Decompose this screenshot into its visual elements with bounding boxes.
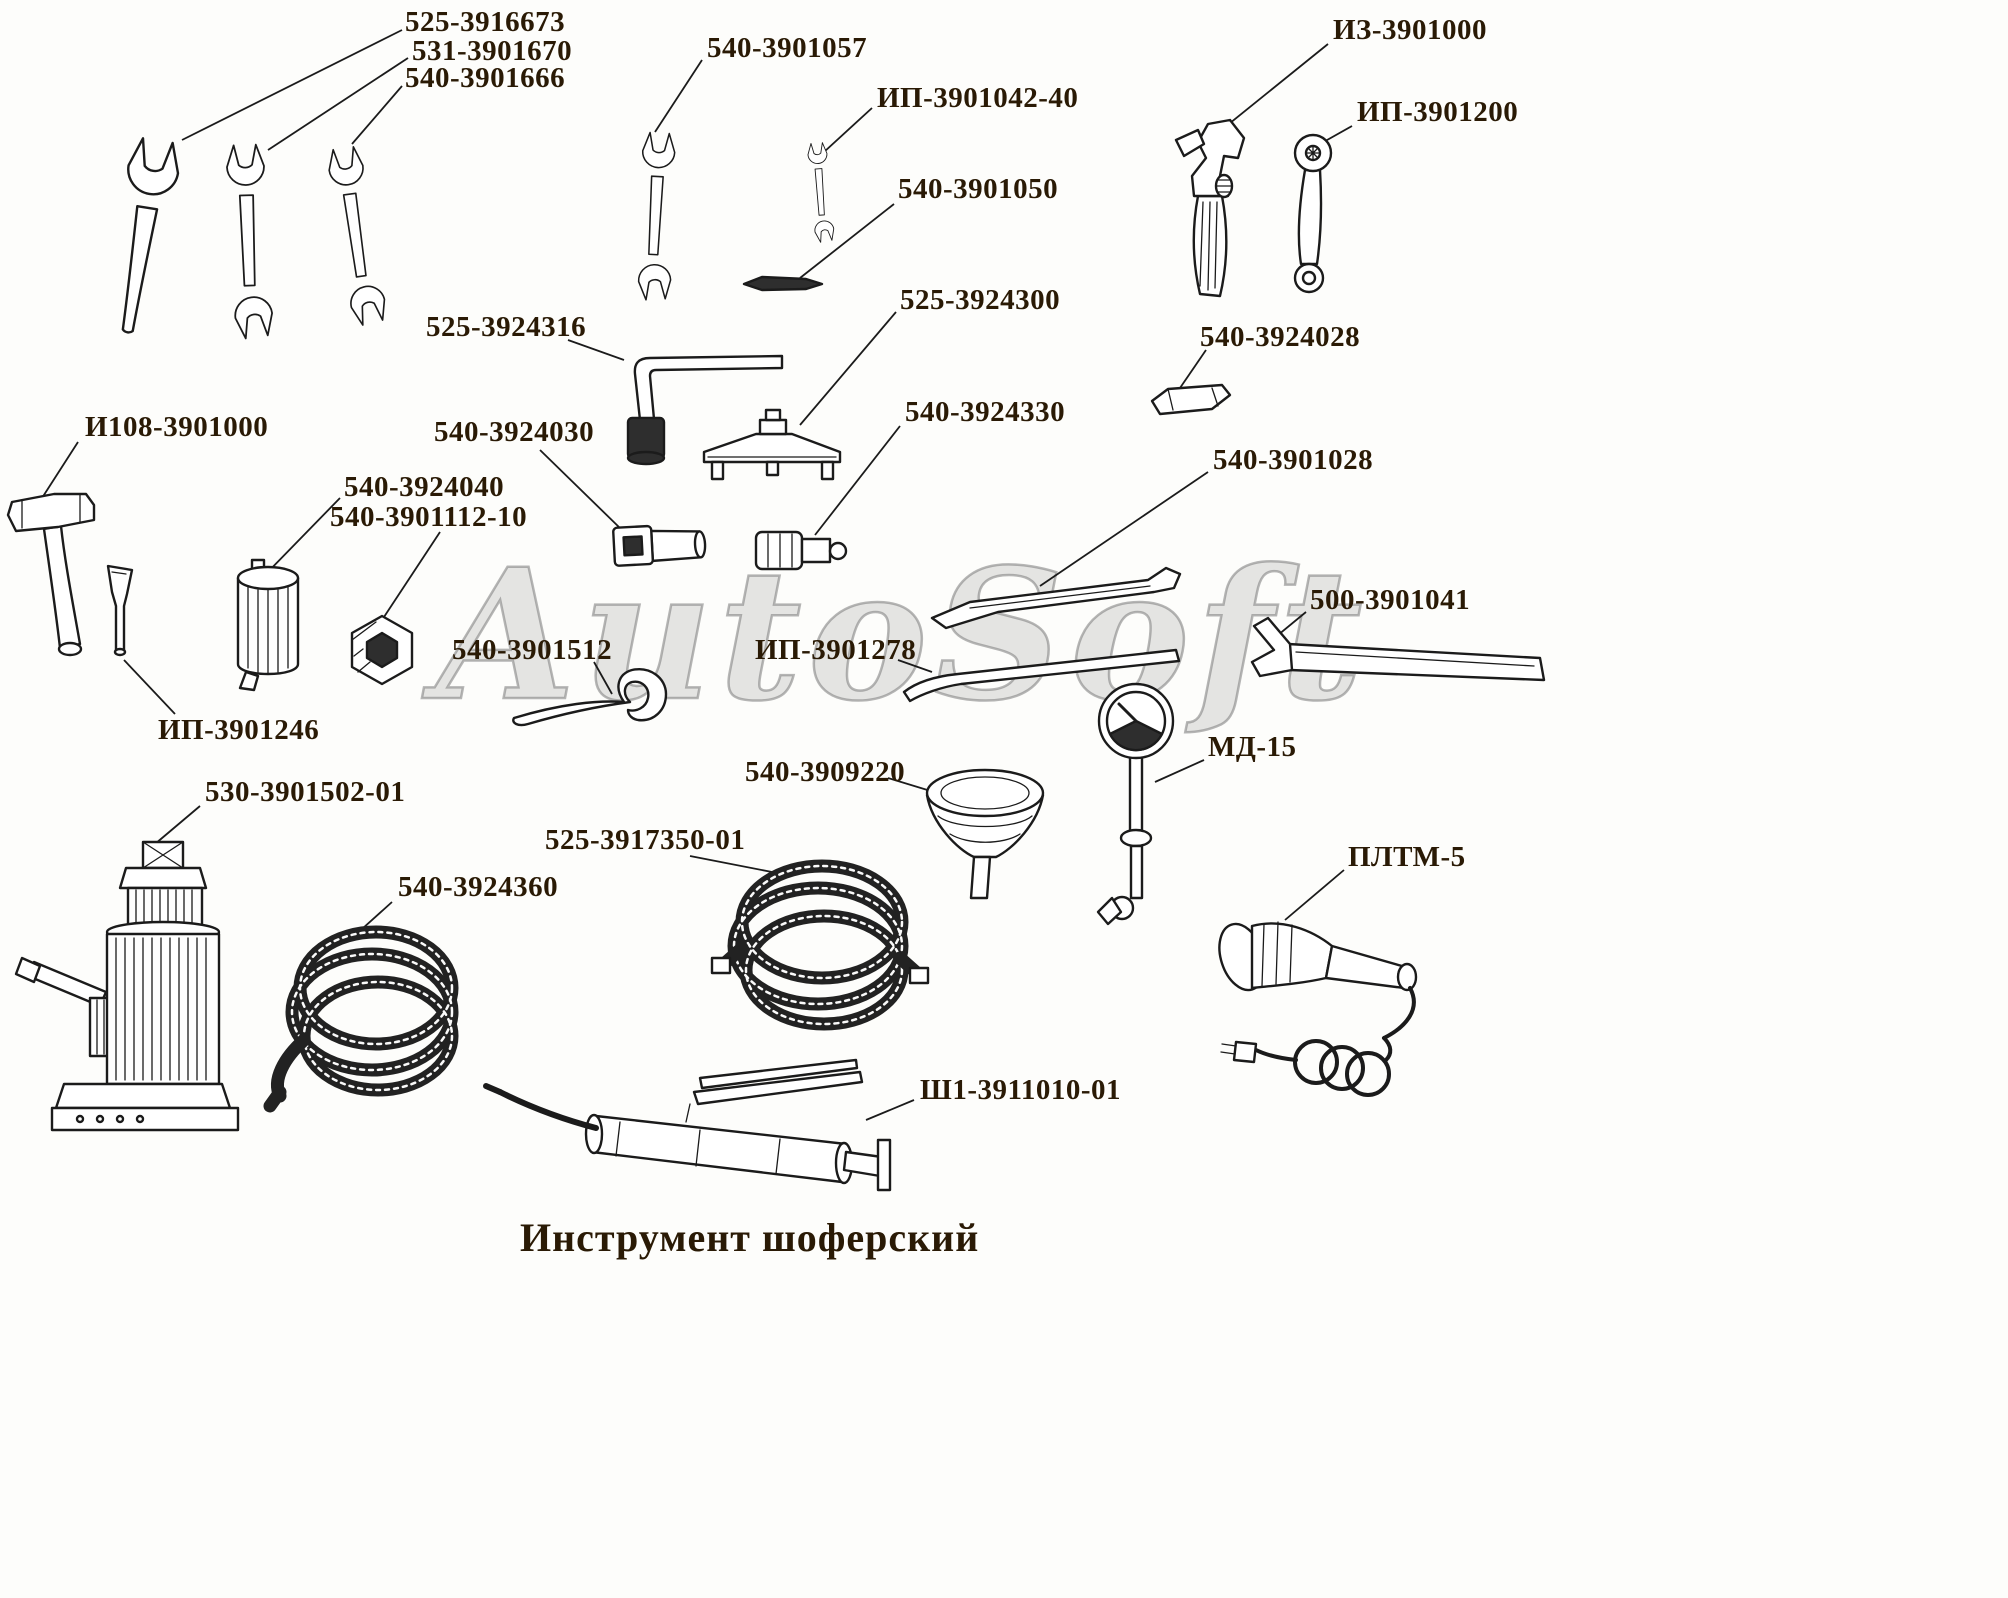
- square-socket-illustration: [612, 524, 707, 567]
- screwdriver-illustration: [106, 564, 134, 657]
- drift-key-illustration: [1150, 383, 1232, 416]
- part-label: ИП-3901278: [755, 634, 917, 666]
- part-label: И108-3901000: [85, 411, 269, 443]
- funnel-illustration: [925, 768, 1045, 900]
- part-label: 540-3901057: [707, 32, 868, 64]
- hose-coil-illustration-1: [710, 859, 930, 1031]
- part-label: 540-3901028: [1213, 444, 1374, 476]
- part-label: 500-3901041: [1310, 584, 1471, 616]
- diagram-title: Инструмент шоферский: [520, 1215, 980, 1260]
- part-label: 540-3924030: [434, 416, 595, 448]
- part-label: Ш1-3911010-01: [920, 1074, 1122, 1106]
- pressure-gauge-illustration: [1096, 682, 1175, 926]
- tire-iron-illustration: [902, 648, 1181, 703]
- grease-gun-illustration: [483, 1058, 892, 1192]
- part-label: 525-3924316: [426, 311, 587, 343]
- screwdriver-bit-illustration: [742, 275, 824, 292]
- part-label: 540-3901112-10: [330, 501, 528, 533]
- socket-adapter-illustration: [754, 530, 848, 571]
- part-label: 540-3909220: [745, 756, 906, 788]
- part-label: 531-3901670: [412, 35, 573, 67]
- part-label: МД-15: [1208, 731, 1297, 763]
- wheel-wrench-illustration: [1250, 616, 1546, 682]
- part-label: 540-3901666: [405, 62, 566, 94]
- puller-illustration: [702, 408, 842, 481]
- socket-head-wrench-illustration: [1293, 133, 1333, 294]
- adjustable-wrench-illustration: [1174, 118, 1246, 298]
- part-label: 540-3924330: [905, 396, 1066, 428]
- part-label: 525-3924300: [900, 284, 1061, 316]
- part-label: 540-3924040: [344, 471, 505, 503]
- hex-socket-illustration: [350, 614, 414, 686]
- part-label: 525-3916673: [405, 6, 566, 38]
- hook-wrench-illustration: [512, 668, 668, 727]
- part-label: ПЛТМ-5: [1348, 841, 1466, 873]
- part-label: 530-3901502-01: [205, 776, 406, 808]
- part-label: ИЗ-3901000: [1333, 14, 1488, 46]
- part-label: 540-3924360: [398, 871, 559, 903]
- part-label: 540-3901512: [452, 634, 613, 666]
- pry-bar-illustration: [930, 566, 1182, 630]
- part-label: 540-3924028: [1200, 321, 1361, 353]
- open-end-wrench-illustration: [103, 137, 183, 337]
- hose-coil-illustration-2: [263, 925, 459, 1113]
- double-open-end-wrench-illustration-2: [326, 145, 389, 327]
- hydraulic-jack-illustration: [14, 840, 240, 1132]
- l-socket-wrench-illustration: [626, 354, 784, 466]
- part-label: 525-3917350-01: [545, 824, 746, 856]
- double-open-end-wrench-illustration-1: [226, 144, 275, 339]
- part-label: ИП-3901246: [158, 714, 320, 746]
- part-label: ИП-3901042-40: [877, 82, 1079, 114]
- part-label: ИП-3901200: [1357, 96, 1519, 128]
- portable-lamp-illustration: [1218, 921, 1418, 1097]
- small-wrench-illustration: [807, 142, 836, 243]
- hammer-illustration: [6, 492, 96, 657]
- double-open-end-wrench-illustration-3: [635, 132, 680, 302]
- part-label: 540-3901050: [898, 173, 1059, 205]
- tube-socket-illustration: [236, 558, 300, 692]
